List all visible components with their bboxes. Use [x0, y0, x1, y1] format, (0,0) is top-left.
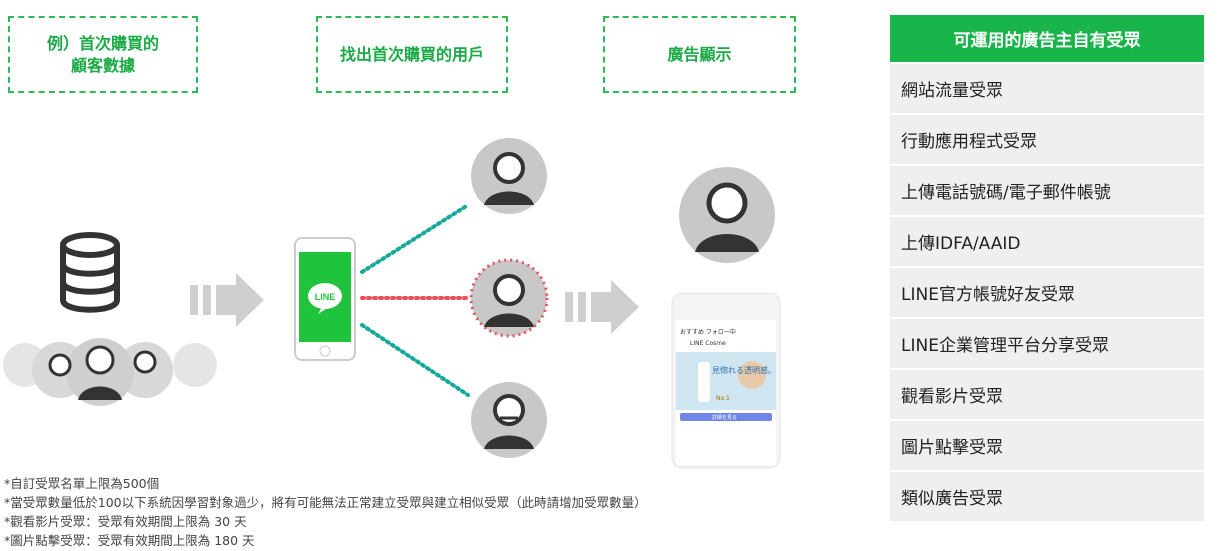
ad-phone-mockup	[671, 292, 781, 469]
ad-badge: No.1	[716, 395, 730, 402]
table-row: 上傳電話號碼/電子郵件帳號	[890, 164, 1204, 215]
arrow-icon	[190, 273, 264, 327]
table-row: LINE官方帳號好友受眾	[890, 266, 1204, 317]
user-avatar-icon	[471, 382, 547, 458]
table-row: 上傳IDFA/AAID	[890, 215, 1204, 266]
table-header: 可運用的廣告主自有受眾	[890, 15, 1204, 62]
database-icon	[60, 232, 120, 313]
table-row: LINE企業管理平台分享受眾	[890, 317, 1204, 368]
step-3-label: 廣告顯示	[603, 16, 796, 93]
line-logo: LINE	[315, 292, 336, 302]
target-user-avatar-icon	[469, 258, 549, 338]
ad-account: LINE Cosme	[690, 340, 726, 347]
table-row: 行動應用程式受眾	[890, 113, 1204, 164]
footnote: *觀看影片受眾：受眾有效期間上限為 30 天	[4, 514, 247, 529]
footnote: *當受眾數量低於100以下系統因學習對象過少，將有可能無法正常建立受眾與建立相似…	[4, 495, 647, 510]
ad-tabs: おすすめ フォロー中	[680, 329, 736, 336]
table-row: 觀看影片受眾	[890, 368, 1204, 419]
arrow-icon	[565, 280, 639, 334]
user-avatar-icon	[471, 138, 547, 214]
footnote: *自訂受眾名單上限為500個	[4, 476, 160, 491]
ad-button: 詳細を見る	[712, 415, 738, 421]
ad-headline: 見惚れる透明感。	[712, 366, 776, 375]
step-2-label: 找出首次購買的用戶	[316, 16, 508, 93]
flow-diagram: LINE	[3, 138, 781, 469]
customer-crowd-icon	[3, 338, 217, 406]
table-row: 網站流量受眾	[890, 62, 1204, 113]
smartphone-icon: LINE	[294, 237, 356, 361]
ad-viewer-avatar-icon	[679, 167, 775, 263]
footnote: *圖片點擊受眾：受眾有效期間上限為 180 天	[4, 533, 255, 548]
audience-table: 可運用的廣告主自有受眾 網站流量受眾 行動應用程式受眾 上傳電話號碼/電子郵件帳…	[890, 15, 1204, 521]
table-row: 類似廣告受眾	[890, 470, 1204, 521]
table-row: 圖片點擊受眾	[890, 419, 1204, 470]
footnotes: *自訂受眾名單上限為500個 *當受眾數量低於100以下系統因學習對象過少，將有…	[4, 474, 647, 550]
step-1-label: 例）首次購買的 顧客數據	[8, 16, 198, 93]
